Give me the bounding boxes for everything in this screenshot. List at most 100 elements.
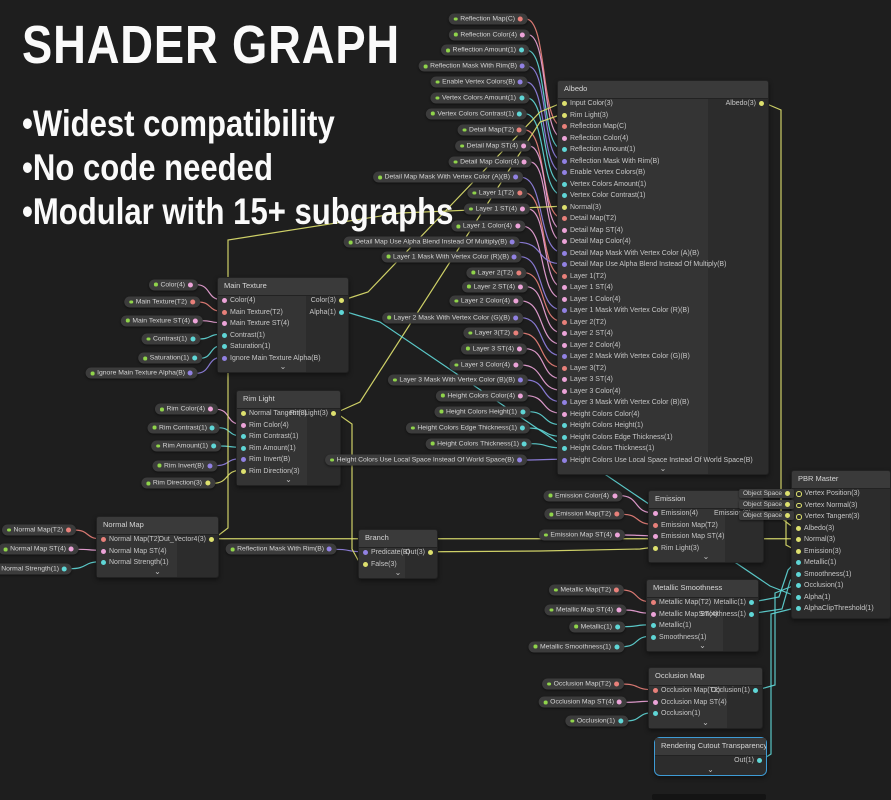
port-dot[interactable] [785, 490, 791, 496]
chevron-down-icon[interactable]: ⌄ [285, 475, 292, 484]
port-dot[interactable] [562, 181, 567, 187]
port-dot[interactable] [562, 365, 567, 371]
input-port[interactable]: Saturation(1) [218, 341, 270, 353]
property-pill[interactable]: Normal Map ST(4) [0, 543, 79, 555]
port-dot[interactable] [562, 423, 567, 429]
port-dot[interactable] [517, 127, 522, 133]
property-pill[interactable]: Rim Contrast(1) [147, 422, 220, 434]
input-port[interactable]: Vertex Normal(3) [792, 500, 857, 512]
port-dot[interactable] [101, 548, 106, 554]
port-dot[interactable] [796, 502, 802, 508]
port-dot[interactable] [796, 548, 801, 554]
port-dot[interactable] [241, 468, 246, 474]
port-dot[interactable] [612, 493, 617, 499]
port-dot[interactable] [211, 443, 216, 449]
port-dot[interactable] [562, 124, 567, 130]
port-dot[interactable] [796, 571, 801, 577]
port-dot[interactable] [615, 532, 620, 538]
output-port[interactable]: Out(3) [405, 547, 437, 559]
port-dot[interactable] [653, 545, 658, 551]
property-pill[interactable]: Vertex Colors Contrast(1) [425, 108, 527, 120]
output-port[interactable]: Albedo(3) [726, 98, 768, 110]
port-dot[interactable] [796, 525, 801, 531]
input-port[interactable]: Height Colors Thickness(1) [558, 443, 654, 455]
input-port[interactable]: Normal(3) [792, 534, 835, 546]
port-dot[interactable] [651, 623, 656, 629]
port-dot[interactable] [339, 309, 344, 315]
input-port[interactable]: Layer 2 ST(4) [558, 328, 613, 340]
input-port[interactable]: Input Color(3) [558, 98, 613, 110]
property-pill[interactable]: Normal Strength(1) [0, 563, 72, 575]
port-dot[interactable] [241, 457, 246, 463]
output-port[interactable]: Rim Light(3) [290, 408, 340, 420]
port-dot[interactable] [562, 158, 567, 164]
property-pill[interactable]: Layer 1 Mask With Vertex Color (R)(B) [381, 251, 522, 263]
port-dot[interactable] [616, 607, 621, 613]
port-dot[interactable] [513, 298, 518, 304]
port-dot[interactable] [562, 239, 567, 245]
property-pill[interactable]: Layer 2 Mask With Vertex Color (G)(B) [382, 312, 523, 324]
chevron-down-icon[interactable]: ⌄ [659, 464, 667, 473]
port-dot[interactable] [614, 681, 619, 687]
input-port[interactable]: Main Texture(T2) [218, 307, 283, 319]
port-dot[interactable] [518, 377, 523, 383]
input-port[interactable]: Emission Map(T2) [649, 520, 718, 532]
port-dot[interactable] [241, 422, 246, 428]
input-port[interactable]: Metallic(1) [647, 620, 691, 632]
input-port[interactable]: Normal Map ST(4) [97, 546, 167, 558]
input-port[interactable]: Vertex Position(3) [792, 488, 860, 500]
property-pill[interactable]: Reflection Color(4) [448, 29, 530, 41]
chevron-down-icon[interactable]: ⌄ [154, 566, 161, 576]
port-dot[interactable] [653, 522, 658, 528]
input-port[interactable]: Vertex Colors Amount(1) [558, 179, 646, 191]
property-pill[interactable]: Metallic Map ST(4) [544, 604, 626, 616]
property-pill[interactable]: Detail Map Color(4) [448, 156, 532, 168]
port-dot[interactable] [785, 501, 791, 507]
property-pill[interactable]: Layer 1 ST(4) [463, 203, 530, 215]
input-port[interactable]: Rim Invert(B) [237, 454, 290, 466]
port-dot[interactable] [208, 406, 213, 412]
port-dot[interactable] [188, 370, 193, 376]
input-port[interactable]: Occlusion Map(T2) [649, 685, 720, 697]
port-dot[interactable] [796, 514, 802, 520]
port-dot[interactable] [562, 296, 567, 302]
chevron-down-icon[interactable]: ⌄ [699, 641, 706, 650]
property-pill[interactable]: Ignore Main Texture Alpha(B) [85, 367, 198, 379]
property-pill[interactable]: Reflection Mask With Rim(B) [225, 543, 337, 555]
property-pill[interactable]: Metallic Smoothness(1) [528, 641, 624, 653]
input-port[interactable]: Reflection Amount(1) [558, 144, 635, 156]
input-port[interactable]: Detail Map Mask With Vertex Color (A)(B) [558, 248, 699, 260]
port-dot[interactable] [653, 534, 658, 540]
input-port[interactable]: Alpha(1) [792, 592, 830, 604]
port-dot[interactable] [562, 377, 567, 383]
port-dot[interactable] [614, 587, 619, 593]
property-pill[interactable]: Rim Amount(1) [151, 440, 221, 452]
input-port[interactable]: Detail Map(T2) [558, 213, 616, 225]
port-dot[interactable] [562, 331, 567, 337]
port-dot[interactable] [331, 411, 336, 417]
port-dot[interactable] [517, 346, 522, 352]
property-pill[interactable]: Height Colors Edge Thickness(1) [405, 422, 530, 434]
input-port[interactable]: Layer 1(T2) [558, 271, 606, 283]
chevron-down-icon[interactable]: ⌄ [707, 764, 714, 774]
port-dot[interactable] [651, 634, 656, 640]
input-port[interactable]: Reflection Map(C) [558, 121, 626, 133]
port-dot[interactable] [562, 388, 567, 394]
port-dot[interactable] [562, 434, 567, 440]
output-port[interactable]: Metallic(1) [714, 597, 758, 609]
port-dot[interactable] [651, 600, 656, 606]
input-port[interactable]: Rim Light(3) [558, 110, 608, 122]
output-port[interactable]: Out_Vector4(3) [159, 534, 218, 546]
property-pill[interactable]: Layer 2 ST(4) [461, 281, 528, 293]
port-dot[interactable] [615, 624, 620, 630]
input-port[interactable]: Normal(3) [558, 202, 601, 214]
port-dot[interactable] [222, 321, 227, 327]
input-port[interactable]: Rim Contrast(1) [237, 431, 298, 443]
property-pill[interactable]: Detail Map ST(4) [455, 140, 531, 152]
property-pill[interactable]: Layer 1 Color(4) [451, 220, 525, 232]
port-dot[interactable] [518, 16, 523, 22]
